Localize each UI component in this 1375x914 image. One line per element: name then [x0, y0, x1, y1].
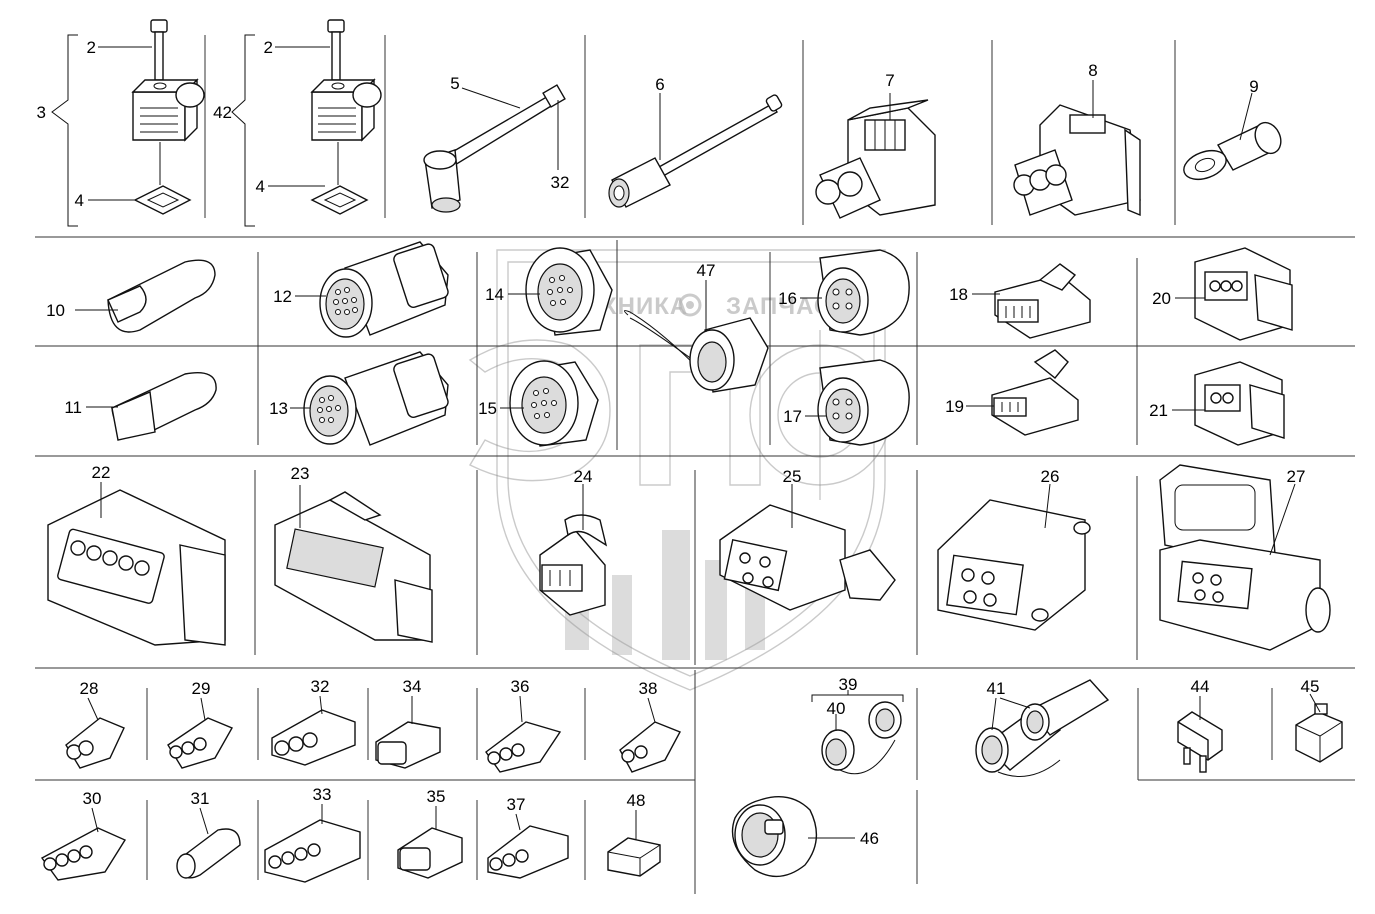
callout-13: 13 [269, 399, 288, 418]
part-19-connector [966, 349, 1079, 436]
part-38-sealed-connector [619, 697, 681, 773]
part-39-40-round-connectors [811, 690, 904, 775]
part-9-ring-terminal [1183, 92, 1282, 181]
callout-19: 19 [945, 397, 964, 416]
part-6-sensor-cable [608, 93, 783, 208]
callout-2b: 2 [264, 38, 273, 57]
callout-24: 24 [574, 467, 593, 486]
part-21-connector [1172, 361, 1285, 446]
callout-21: 21 [1149, 401, 1168, 420]
part-34-connector [375, 696, 441, 769]
callout-32: 32 [551, 173, 570, 192]
watermark-gear-icon [678, 293, 702, 317]
part-10-flat-terminal [75, 259, 216, 333]
part-46-trailer-socket [731, 796, 855, 878]
part-3-assembly [51, 19, 205, 227]
part-31-connector [176, 807, 241, 879]
part-26-heavy-connector [937, 483, 1091, 631]
part-36-sealed-connector [485, 695, 562, 773]
callout-3: 3 [37, 103, 46, 122]
part-28-sealed-connector [65, 697, 125, 769]
part-23-ecu-connector [274, 485, 433, 643]
callout-30: 30 [83, 789, 102, 808]
part-5-cable-plug [423, 84, 566, 213]
part-37-sealed-connector [487, 813, 569, 879]
callout-15: 15 [478, 399, 497, 418]
callout-12: 12 [273, 287, 292, 306]
part-41-m12-connectors [975, 679, 1110, 777]
callout-31: 31 [191, 789, 210, 808]
callout-23: 23 [291, 464, 310, 483]
callout-16: 16 [778, 289, 797, 308]
part-30-sealed-connector [40, 807, 127, 881]
callout-39: 39 [839, 675, 858, 694]
part-8-connector [1013, 80, 1141, 217]
callout-4b: 4 [256, 177, 265, 196]
callout-9: 9 [1249, 77, 1258, 96]
part-14-panel-socket [508, 247, 613, 336]
part-17-socket [805, 359, 910, 446]
callout-28: 28 [80, 679, 99, 698]
part-7-connector [815, 93, 936, 219]
callout-2: 2 [87, 38, 96, 57]
callout-44: 44 [1191, 677, 1210, 696]
callout-34: 34 [403, 677, 422, 696]
callout-48: 48 [627, 791, 646, 810]
part-35-connector [397, 806, 463, 879]
callout-38: 38 [639, 679, 658, 698]
part-45-relay [1295, 693, 1343, 763]
part-12-round-connector [295, 241, 449, 338]
callout-10: 10 [46, 301, 65, 320]
callout-25: 25 [783, 467, 802, 486]
callout-42: 42 [213, 103, 232, 122]
part-15-panel-socket [500, 360, 599, 447]
part-44-fuse [1177, 696, 1223, 773]
callout-5: 5 [450, 74, 459, 93]
callout-22: 22 [92, 463, 111, 482]
callout-17: 17 [783, 407, 802, 426]
part-25-heavy-connector [719, 484, 896, 611]
part-24-connector-with-lock [539, 484, 608, 616]
callout-14: 14 [485, 285, 504, 304]
part-29-sealed-connector [167, 697, 233, 769]
callout-18: 18 [949, 285, 968, 304]
callout-41: 41 [987, 679, 1006, 698]
callout-32b: 32 [311, 677, 330, 696]
callout-46: 46 [860, 829, 879, 848]
callout-36: 36 [511, 677, 530, 696]
part-47-cap-with-chain [624, 280, 769, 393]
callout-35: 35 [427, 787, 446, 806]
callout-37: 37 [507, 795, 526, 814]
part-32-sealed-connector [271, 695, 356, 766]
part-48-connector [607, 810, 661, 877]
callout-20: 20 [1152, 289, 1171, 308]
callout-29: 29 [192, 679, 211, 698]
callout-40: 40 [827, 699, 846, 718]
part-16-socket [800, 249, 910, 336]
callout-33: 33 [313, 785, 332, 804]
grid-lines [35, 35, 1355, 894]
part-22-multi-pin-connector [47, 482, 226, 646]
callout-7: 7 [885, 71, 894, 90]
callout-47: 47 [697, 261, 716, 280]
part-11-insulated-terminal [86, 372, 217, 441]
callout-4: 4 [75, 191, 84, 210]
callout-8: 8 [1088, 61, 1097, 80]
part-13-round-connector [290, 351, 449, 446]
part-18-connector [972, 263, 1091, 339]
part-20-connector [1175, 247, 1293, 341]
part-27-hinged-connector [1159, 464, 1331, 651]
callout-45: 45 [1301, 677, 1320, 696]
callout-6: 6 [655, 75, 664, 94]
part-33-sealed-connector [264, 804, 361, 883]
callout-26: 26 [1041, 467, 1060, 486]
callout-27: 27 [1287, 467, 1306, 486]
callout-11: 11 [64, 398, 82, 417]
part-42-assembly [231, 19, 382, 227]
